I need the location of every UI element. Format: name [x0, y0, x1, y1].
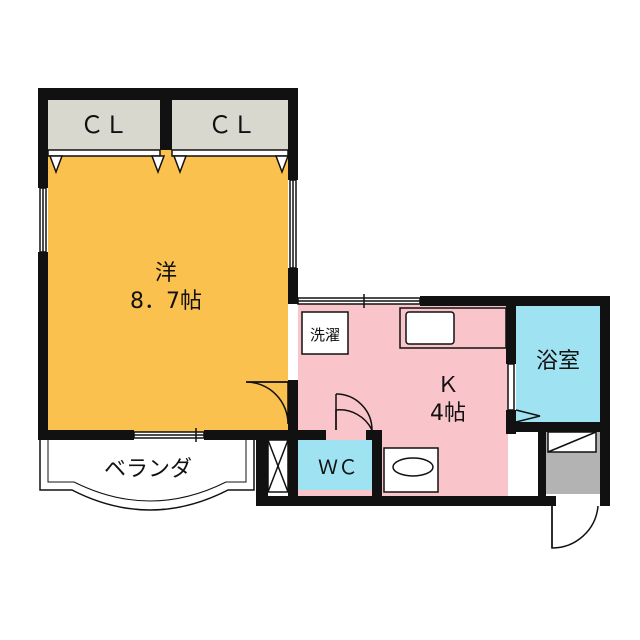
- kitchen-size: 4帖: [430, 401, 466, 426]
- kitchen-name: Ｋ: [437, 373, 459, 398]
- laundry-label: 洗濯: [310, 326, 340, 344]
- balcony-outline: [39, 440, 255, 511]
- shoe-box: [547, 431, 597, 453]
- closet-doors: [47, 149, 290, 175]
- wash-basin: [383, 447, 439, 493]
- western-room-size: 8．7帖: [130, 289, 202, 314]
- balcony-label: ベランダ: [104, 457, 192, 482]
- doors: [245, 381, 599, 549]
- closet-left-label: ＣＬ: [80, 111, 128, 139]
- western-room-floor: [48, 150, 288, 432]
- kitchen-counter: [399, 307, 507, 349]
- wc-label: ＷＣ: [318, 455, 358, 479]
- closet-right-floor: [172, 98, 288, 150]
- windows: [39, 179, 515, 442]
- bath-label: 浴室: [536, 349, 580, 374]
- bath-floor: [516, 306, 600, 422]
- walls: [38, 88, 610, 506]
- wc-floor: [296, 440, 378, 490]
- pipe-space: [267, 439, 289, 493]
- closet-left-floor: [48, 98, 160, 150]
- closet-right-label: ＣＬ: [208, 111, 256, 139]
- laundry-area: [301, 311, 349, 355]
- western-room-name: 洋: [155, 261, 177, 286]
